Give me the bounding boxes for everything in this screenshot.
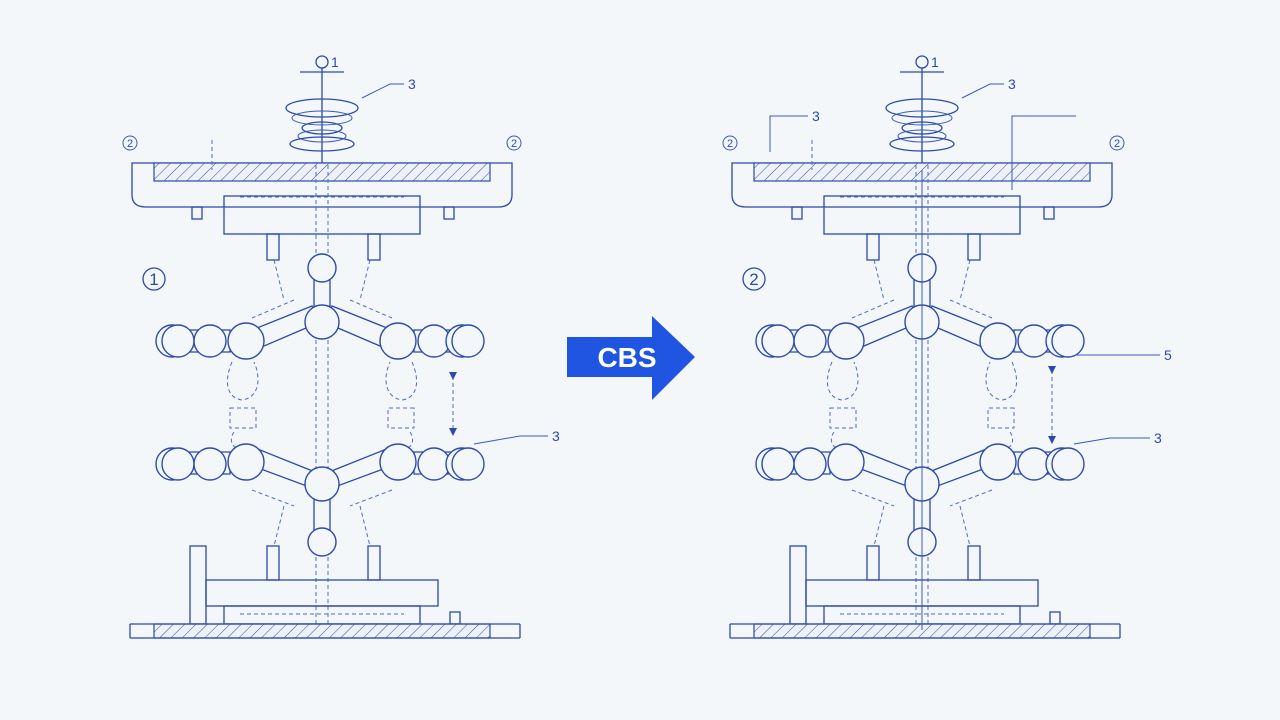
right-corner-left-label: 2 (727, 138, 733, 150)
left-press-assembly (122, 55, 548, 639)
right-upper-left-callout-label: 3 (812, 108, 820, 124)
right-spring-callout-label: 3 (1008, 76, 1016, 92)
left-corner-left-label: 2 (127, 138, 133, 150)
right-top-callout-label: 1 (931, 54, 939, 70)
right-side-callout-upper-label: 5 (1164, 347, 1172, 363)
left-top-callout-label: 1 (331, 54, 339, 70)
right-side-callout-lower-label: 3 (1154, 430, 1162, 446)
left-side-callout-label: 3 (552, 428, 560, 444)
cbs-arrow-label: CBS (597, 342, 656, 373)
right-step-label: 2 (749, 270, 758, 289)
left-spring-callout-label: 3 (408, 76, 416, 92)
left-step-label: 1 (149, 270, 158, 289)
left-corner-right-label: 2 (511, 138, 517, 150)
right-corner-right-label: 2 (1114, 138, 1120, 150)
right-press-assembly (722, 55, 1160, 639)
cbs-transition-arrow (567, 316, 695, 400)
